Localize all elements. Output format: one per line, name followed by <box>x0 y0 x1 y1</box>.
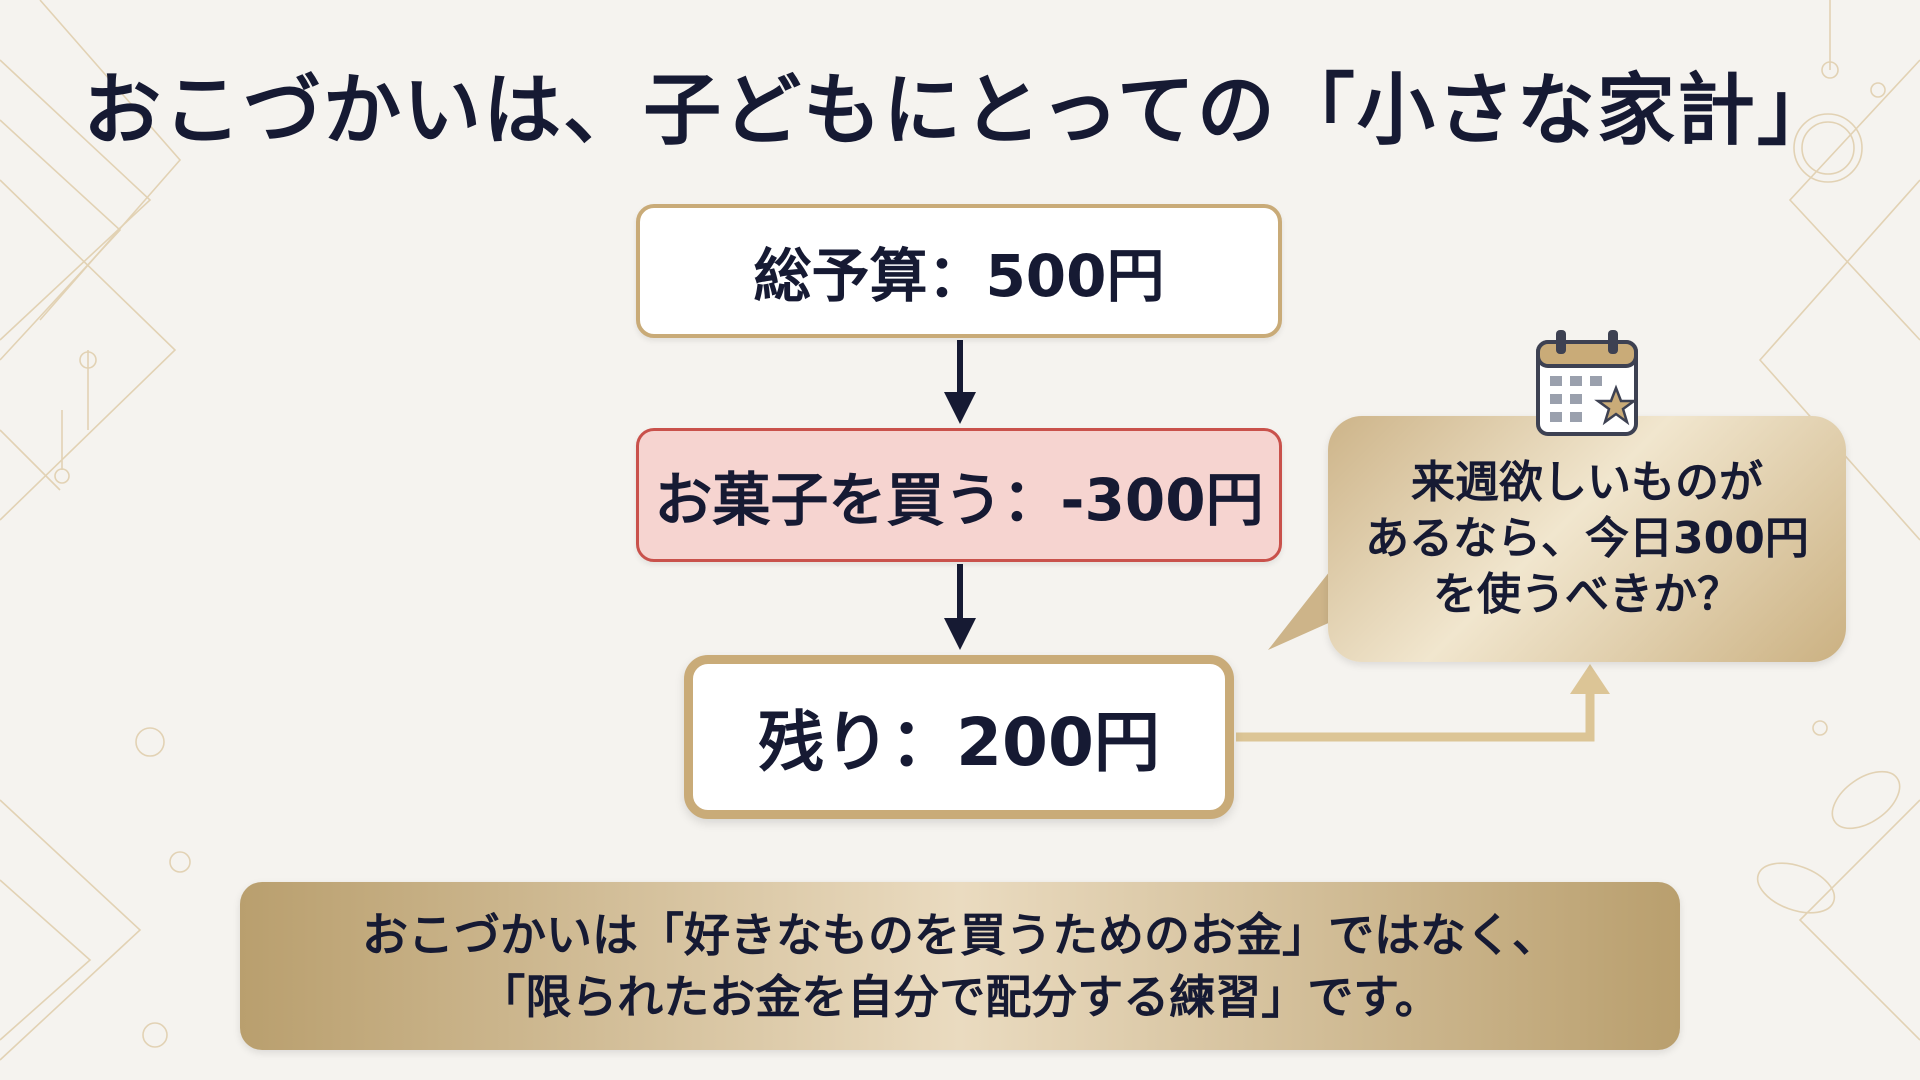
total-budget-label: 総予算：500円 <box>753 242 1165 310</box>
total-budget-box: 総予算：500円 <box>636 204 1282 338</box>
question-bubble: 来週欲しいものが あるなら、今日300円 を使うべきか？ <box>1328 416 1846 662</box>
calendar-star-icon <box>1536 330 1638 436</box>
summary-banner: おこづかいは「好きなものを買うためのお金」ではなく、 「限られたお金を自分で配分… <box>240 882 1680 1050</box>
summary-text: おこづかいは「好きなものを買うためのお金」ではなく、 「限られたお金を自分で配分… <box>362 907 1558 1024</box>
remaining-label: 残り：200円 <box>758 704 1160 781</box>
spending-label: お菓子を買う：-300円 <box>654 466 1264 534</box>
spending-box: お菓子を買う：-300円 <box>636 428 1282 562</box>
page-title: おこづかいは、子どもにとっての「小さな家計」 <box>83 65 1837 156</box>
arrow-down-2 <box>944 564 976 650</box>
question-text: 来週欲しいものが あるなら、今日300円 を使うべきか？ <box>1365 456 1809 621</box>
connector-arrow-to-bubble <box>1236 664 1610 742</box>
arrow-down-1 <box>944 340 976 424</box>
remaining-box: 残り：200円 <box>684 655 1234 819</box>
